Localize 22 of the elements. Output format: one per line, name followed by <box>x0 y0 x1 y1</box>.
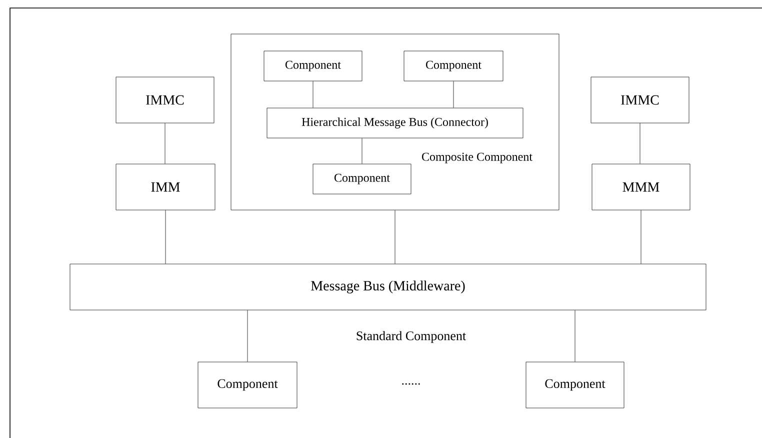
process-box: MMM <box>592 164 690 210</box>
process-box: IMM <box>116 164 216 210</box>
ellipsis: ...... <box>402 383 420 385</box>
bus-box: Message Bus (Middleware) <box>70 264 706 310</box>
process-box: Component <box>404 50 504 82</box>
connector-line <box>164 123 166 164</box>
connector-line <box>247 310 248 362</box>
process-box: IMMC <box>116 76 214 124</box>
process-box: Component <box>264 50 362 82</box>
box-heading: Composite Component <box>422 152 532 164</box>
process-box: Component <box>526 362 624 408</box>
connector-line <box>574 310 576 362</box>
bus-box: Hierarchical Message Bus (Connector) <box>266 108 524 138</box>
connector-line <box>453 81 454 108</box>
process-box: Component <box>312 164 412 194</box>
connector-line <box>165 210 166 264</box>
connector-line <box>312 81 314 108</box>
process-box: IMMC <box>590 76 690 124</box>
connector-line <box>640 210 642 264</box>
process-box: Component <box>198 362 298 408</box>
section-label: Standard Component <box>356 331 466 343</box>
connector-line <box>394 210 396 264</box>
